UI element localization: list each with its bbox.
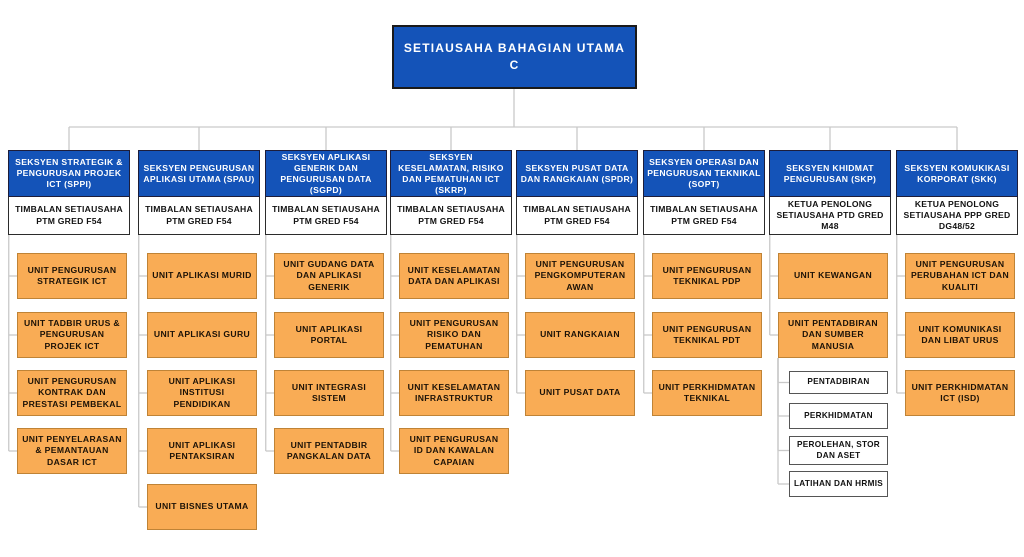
- unit-box-skrp: UNIT KESELAMATAN DATA DAN APLIKASI: [399, 253, 509, 299]
- section-role-sopt: TIMBALAN SETIAUSAHA PTM GRED F54: [643, 197, 765, 235]
- unit-box-spau: UNIT APLIKASI PENTAKSIRAN: [147, 428, 257, 474]
- unit-box-sgpd: UNIT INTEGRASI SISTEM: [274, 370, 384, 416]
- subunit-box-skp: PEROLEHAN, STOR DAN ASET: [789, 436, 888, 465]
- unit-box-sppi: UNIT PENYELARASAN & PEMANTAUAN DASAR ICT: [17, 428, 127, 474]
- unit-box-skk: UNIT PERKHIDMATAN ICT (ISD): [905, 370, 1015, 416]
- unit-box-skrp: UNIT PENGURUSAN ID DAN KAWALAN CAPAIAN: [399, 428, 509, 474]
- section-role-sgpd: TIMBALAN SETIAUSAHA PTM GRED F54: [265, 197, 387, 235]
- section-role-skp: KETUA PENOLONG SETIAUSAHA PTD GRED M48: [769, 197, 891, 235]
- unit-box-skrp: UNIT PENGURUSAN RISIKO DAN PEMATUHAN: [399, 312, 509, 358]
- unit-box-spdr: UNIT PUSAT DATA: [525, 370, 635, 416]
- section-role-spdr: TIMBALAN SETIAUSAHA PTM GRED F54: [516, 197, 638, 235]
- unit-box-sppi: UNIT TADBIR URUS & PENGURUSAN PROJEK ICT: [17, 312, 127, 358]
- unit-box-skp: UNIT PENTADBIRAN DAN SUMBER MANUSIA: [778, 312, 888, 358]
- unit-box-sgpd: UNIT PENTADBIR PANGKALAN DATA: [274, 428, 384, 474]
- unit-box-sopt: UNIT PENGURUSAN TEKNIKAL PDP: [652, 253, 762, 299]
- section-header-sppi: SEKSYEN STRATEGIK & PENGURUSAN PROJEK IC…: [8, 150, 130, 197]
- section-header-sgpd: SEKSYEN APLIKASI GENERIK DAN PENGURUSAN …: [265, 150, 387, 197]
- section-role-skrp: TIMBALAN SETIAUSAHA PTM GRED F54: [390, 197, 512, 235]
- section-header-spdr: SEKSYEN PUSAT DATA DAN RANGKAIAN (SPDR): [516, 150, 638, 197]
- unit-box-spdr: UNIT RANGKAIAN: [525, 312, 635, 358]
- subunit-box-skp: PERKHIDMATAN: [789, 403, 888, 429]
- unit-box-sppi: UNIT PENGURUSAN STRATEGIK ICT: [17, 253, 127, 299]
- unit-box-spau: UNIT BISNES UTAMA: [147, 484, 257, 530]
- subunit-box-skp: PENTADBIRAN: [789, 371, 888, 394]
- unit-box-sppi: UNIT PENGURUSAN KONTRAK DAN PRESTASI PEM…: [17, 370, 127, 416]
- section-role-spau: TIMBALAN SETIAUSAHA PTM GRED F54: [138, 197, 260, 235]
- unit-box-sopt: UNIT PERKHIDMATAN TEKNIKAL: [652, 370, 762, 416]
- unit-box-skrp: UNIT KESELAMATAN INFRASTRUKTUR: [399, 370, 509, 416]
- top-box-setiausaha-bahagian: SETIAUSAHA BAHAGIAN UTAMA C: [392, 25, 637, 89]
- subunit-box-skp: LATIHAN DAN HRMIS: [789, 471, 888, 497]
- section-header-sopt: SEKSYEN OPERASI DAN PENGURUSAN TEKNIKAL …: [643, 150, 765, 197]
- section-header-skrp: SEKSYEN KESELAMATAN, RISIKO DAN PEMATUHA…: [390, 150, 512, 197]
- unit-box-sopt: UNIT PENGURUSAN TEKNIKAL PDT: [652, 312, 762, 358]
- unit-box-skp: UNIT KEWANGAN: [778, 253, 888, 299]
- unit-box-skk: UNIT PENGURUSAN PERUBAHAN ICT DAN KUALIT…: [905, 253, 1015, 299]
- section-role-skk: KETUA PENOLONG SETIAUSAHA PPP GRED DG48/…: [896, 197, 1018, 235]
- section-header-spau: SEKSYEN PENGURUSAN APLIKASI UTAMA (SPAU): [138, 150, 260, 197]
- section-role-sppi: TIMBALAN SETIAUSAHA PTM GRED F54: [8, 197, 130, 235]
- unit-box-spau: UNIT APLIKASI MURID: [147, 253, 257, 299]
- unit-box-spdr: UNIT PENGURUSAN PENGKOMPUTERAN AWAN: [525, 253, 635, 299]
- section-header-skp: SEKSYEN KHIDMAT PENGURUSAN (SKP): [769, 150, 891, 197]
- unit-box-spau: UNIT APLIKASI INSTITUSI PENDIDIKAN: [147, 370, 257, 416]
- unit-box-sgpd: UNIT APLIKASI PORTAL: [274, 312, 384, 358]
- unit-box-spau: UNIT APLIKASI GURU: [147, 312, 257, 358]
- unit-box-sgpd: UNIT GUDANG DATA DAN APLIKASI GENERIK: [274, 253, 384, 299]
- unit-box-skk: UNIT KOMUNIKASI DAN LIBAT URUS: [905, 312, 1015, 358]
- section-header-skk: SEKSYEN KOMUKIKASI KORPORAT (SKK): [896, 150, 1018, 197]
